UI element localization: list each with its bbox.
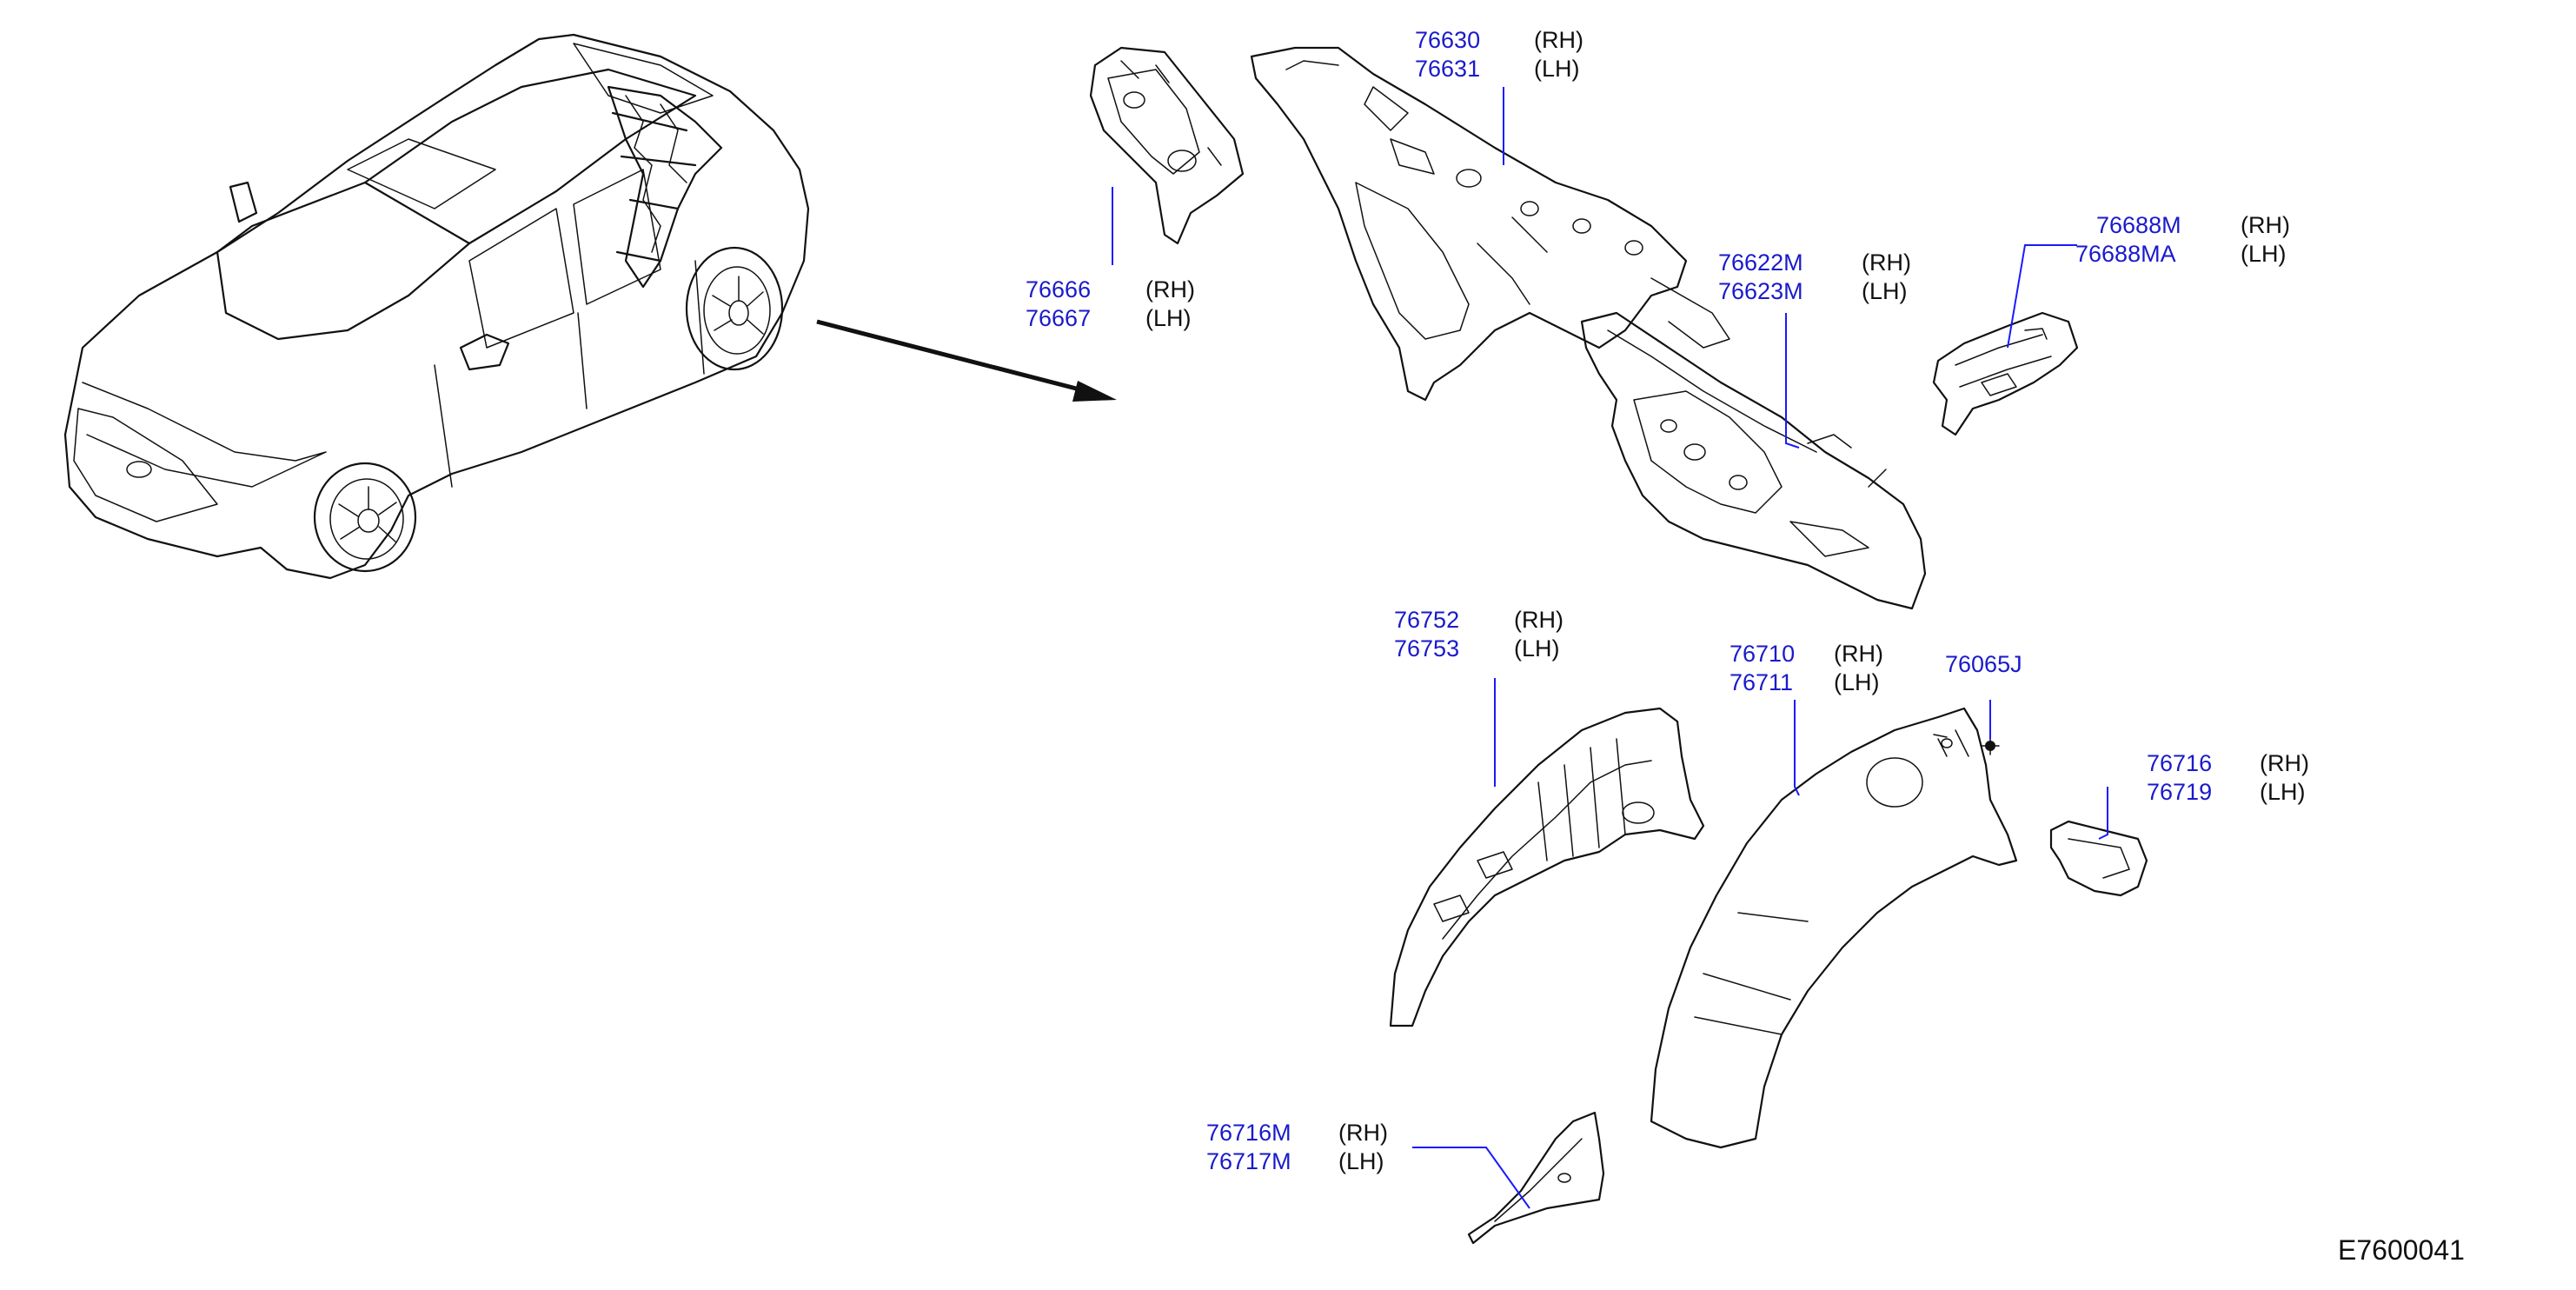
windshield — [216, 181, 471, 341]
part-number-76719[interactable]: 76719 — [2147, 779, 2213, 805]
side-label-rh: (RH) — [1862, 249, 1911, 276]
part-number-76688ma[interactable]: 76688MA — [2075, 241, 2176, 267]
leader-lines — [1112, 87, 2108, 1209]
side-label-rh: (RH) — [2241, 212, 2290, 238]
roof-line — [363, 68, 697, 245]
part-number-76717m[interactable]: 76717M — [1206, 1148, 1291, 1174]
part-number-76631[interactable]: 76631 — [1415, 56, 1481, 82]
vehicle-overview — [63, 33, 810, 580]
side-label-rh: (RH) — [1514, 607, 1564, 633]
part-76065j-illustration — [1933, 734, 2000, 755]
rear-wheel — [685, 246, 784, 371]
part-number-76622m[interactable]: 76622M — [1718, 249, 1803, 276]
part-number-76666[interactable]: 76666 — [1026, 276, 1092, 303]
side-label-lh: (LH) — [1834, 669, 1880, 695]
part-76622m-illustration — [1580, 311, 1927, 610]
side-label-rh: (RH) — [2260, 750, 2309, 776]
part-76710-illustration — [1650, 707, 2018, 1149]
side-window-rear — [573, 169, 661, 305]
side-label-lh: (LH) — [1862, 278, 1908, 304]
part-number-76711[interactable]: 76711 — [1730, 669, 1794, 695]
part-number-76630[interactable]: 76630 — [1415, 27, 1481, 53]
inner-structure-ribs — [625, 95, 687, 253]
side-label-lh: (LH) — [1514, 635, 1560, 662]
side-label-rh: (RH) — [1338, 1120, 1388, 1146]
part-number-76710[interactable]: 76710 — [1730, 641, 1796, 667]
side-label-lh: (LH) — [1534, 56, 1580, 82]
side-label-lh: (LH) — [2260, 779, 2306, 805]
front-mirror — [229, 181, 258, 223]
diagram-id: E7600041 — [2338, 1234, 2465, 1266]
part-number-76716m[interactable]: 76716M — [1206, 1120, 1291, 1146]
side-mirror — [459, 333, 510, 371]
rear-glass — [573, 43, 714, 114]
emblem-icon — [126, 461, 152, 478]
side-label-rh: (RH) — [1534, 27, 1583, 53]
part-number-76667[interactable]: 76667 — [1026, 305, 1092, 331]
part-number-76623m[interactable]: 76623M — [1718, 278, 1803, 304]
side-label-lh: (LH) — [1145, 305, 1192, 331]
sunroof — [347, 138, 496, 209]
part-number-76065j[interactable]: 76065J — [1945, 651, 2022, 677]
car-body-outline — [63, 33, 810, 580]
part-76630-illustration — [1250, 46, 1730, 402]
part-number-76753[interactable]: 76753 — [1394, 635, 1460, 662]
side-window-front — [468, 208, 574, 349]
grille — [73, 408, 218, 522]
inner-structure-highlight — [607, 85, 723, 289]
side-label-rh: (RH) — [1834, 641, 1883, 667]
side-label-rh: (RH) — [1145, 276, 1195, 303]
part-number-76688m[interactable]: 76688M — [2096, 212, 2181, 238]
door-line — [434, 260, 705, 488]
part-76752-illustration — [1389, 707, 1705, 1027]
part-76688m-illustration — [1932, 311, 2079, 436]
side-label-lh: (LH) — [1338, 1148, 1384, 1174]
part-number-76716[interactable]: 76716 — [2147, 750, 2213, 776]
part-76666-illustration — [1089, 46, 1245, 245]
part-number-76752[interactable]: 76752 — [1394, 607, 1460, 633]
part-76716m-illustration — [1467, 1111, 1605, 1245]
part-76716-illustration — [2049, 820, 2148, 897]
headlight — [82, 382, 327, 488]
pointer-arrow — [816, 319, 1117, 402]
side-label-lh: (LH) — [2241, 241, 2287, 267]
front-wheel — [313, 462, 417, 573]
